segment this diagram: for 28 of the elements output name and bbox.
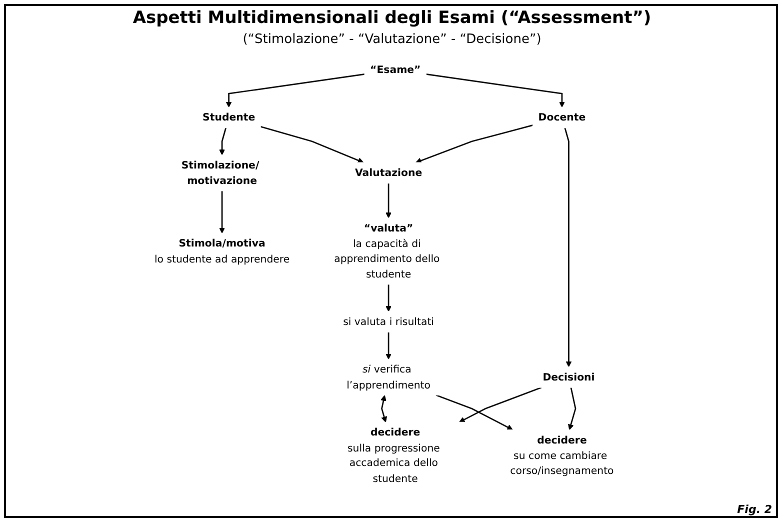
arrow	[219, 190, 226, 234]
arrow	[564, 128, 572, 368]
arrow	[426, 73, 565, 108]
arrow	[226, 73, 365, 108]
arrow	[219, 128, 227, 156]
node-text: “valuta” la capacità di apprendimento dello studente	[334, 222, 440, 280]
node-text: Docente	[538, 111, 586, 124]
figure-number: Fig. 2	[737, 503, 772, 516]
diagram-title: Aspetti Multidimensionali degli Esami (“Assessment”)	[132, 8, 652, 28]
arrow	[386, 332, 392, 360]
node-text: Stimola/motiva lo studente ad apprendere	[154, 237, 290, 265]
node-text: Studente	[202, 111, 256, 124]
arrow	[436, 394, 513, 430]
node-text: si verifica l’apprendimento	[346, 363, 430, 391]
arrow	[380, 395, 388, 422]
arrow	[386, 183, 392, 218]
node-text: decidere sulla progressione accademica dello studente	[347, 426, 440, 484]
arrow	[260, 126, 364, 164]
node-text: Stimolazione/ motivazione	[181, 159, 260, 186]
arrow	[416, 124, 534, 164]
arrow	[386, 284, 392, 312]
node-text: “Esame”	[370, 63, 421, 76]
node-text: decidere su come cambiare corso/insegnamento	[510, 434, 614, 477]
arrow	[459, 386, 542, 422]
node-text: Decisioni	[542, 370, 595, 384]
node-text: si valuta i risultati	[343, 315, 434, 328]
arrow	[568, 387, 576, 430]
subtitle: (“Stimolazione” - “Valutazione” - “Decisione”)	[242, 32, 542, 47]
